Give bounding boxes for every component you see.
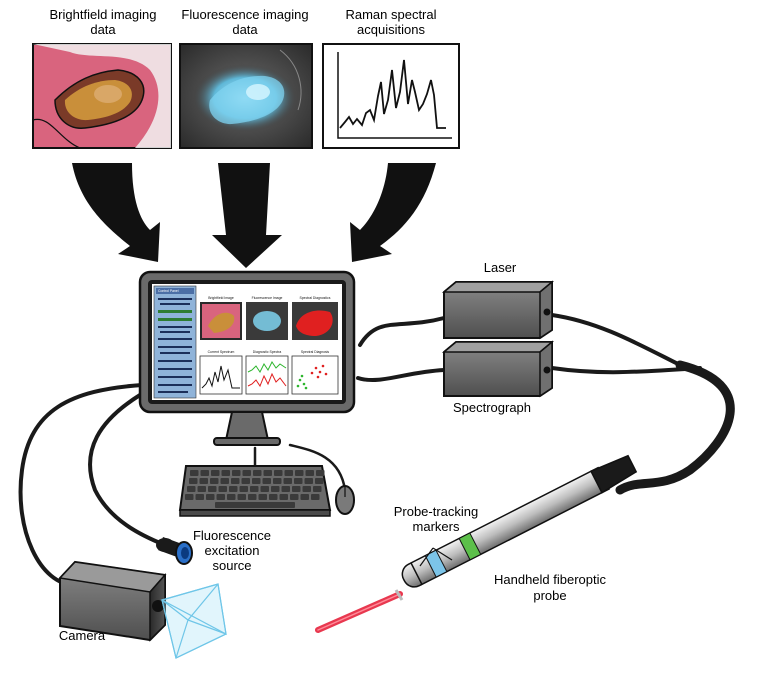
keyboard-key [316,470,325,476]
keyboard-key [231,478,240,484]
keyboard-key [242,470,251,476]
keyboard-key [295,470,304,476]
keyboard-key [263,470,272,476]
keyboard-key [227,494,236,500]
keyboard-key [200,470,209,476]
keyboard-key [274,470,283,476]
keyboard-key [252,478,261,484]
handheld-probe [315,454,638,633]
keyboard-key [248,494,257,500]
excitation-label-line1: Fluorescence [193,528,271,543]
screen-title-brightfield: Brightfield Image [208,296,234,300]
marker-blue [424,549,448,578]
keyboard-key [210,478,219,484]
keyboard-key [197,486,206,492]
screen-title-fluorescence: Fluorescence Image [252,296,283,300]
screen-ui [153,285,339,399]
screen-sidebar-title: Control Panel [158,289,179,293]
keyboard-key [185,494,194,500]
keyboard-key [292,486,301,492]
keyboard-key [271,486,280,492]
keyboard-key [220,478,229,484]
excitation-label-line2: excitation [205,543,260,558]
keyboard-key [229,486,238,492]
screen-title-diagnostics: Spectral Diagnostics [300,296,331,300]
keyboard-key [290,494,299,500]
keyboard-key [211,470,220,476]
brightfield-label-line1: Brightfield imaging [50,7,157,22]
mouse [335,485,355,515]
keyboard-key [195,494,204,500]
keyboard-key [283,478,292,484]
keyboard-key [189,478,198,484]
keyboard-key [253,470,262,476]
keyboard-key [258,494,267,500]
brightfield-label-line2: data [90,22,116,37]
keyboard-key [190,470,199,476]
keyboard-key [313,486,322,492]
laser-label: Laser [484,260,517,275]
keyboard-spacebar [215,502,295,508]
cables [18,313,735,587]
keyboard-key [315,478,324,484]
keyboard-key [302,486,311,492]
keyboard-key [206,494,215,500]
keyboard-key [216,494,225,500]
probe-label-line2: probe [533,588,566,603]
keyboard-key [199,478,208,484]
fluorescence-panel [179,43,313,149]
excitation-source [156,537,193,565]
keyboard-key [218,486,227,492]
probe-label-line1: Handheld fiberoptic [494,572,607,587]
keyboard-key [294,478,303,484]
raman-panel [322,43,460,149]
screen-title-diagnostic-spectra: Diagnostic Spectra [253,350,282,354]
spectrograph-device [441,340,555,398]
markers-label-line2: markers [413,519,460,534]
keyboard-key [300,494,309,500]
screen-title-current-spectrum: Current Spectrum [208,350,235,354]
camera-device [58,560,227,659]
keyboard-key [305,470,314,476]
keyboard [178,465,332,517]
keyboard-key [250,486,259,492]
keyboard-key [241,478,250,484]
brightfield-panel [32,43,172,149]
fluorescence-label-line2: data [232,22,258,37]
keyboard-key [237,494,246,500]
keyboard-key [260,486,269,492]
markers-label-line1: Probe-tracking [394,504,479,519]
keyboard-key [232,470,241,476]
excitation-label-line3: source [212,558,251,573]
keyboard-key [273,478,282,484]
fluorescence-label-line1: Fluorescence imaging [181,7,308,22]
camera-label: Camera [59,628,106,643]
data-arrows [72,163,436,268]
keyboard-key [304,478,313,484]
spectrograph-label: Spectrograph [453,400,531,415]
keyboard-key [281,486,290,492]
keyboard-key [262,478,271,484]
laser-device [441,280,555,340]
keyboard-key [279,494,288,500]
marker-green [458,532,482,561]
keyboard-key [221,470,230,476]
keyboard-key [187,486,196,492]
keyboard-key [311,494,320,500]
keyboard-key [208,486,217,492]
raman-label-line2: acquisitions [357,22,425,37]
keyboard-key [269,494,278,500]
screen-title-spectral-diagnosis: Spectral Diagnosis [301,350,330,354]
keyboard-key [284,470,293,476]
keyboard-key [239,486,248,492]
raman-label-line1: Raman spectral [345,7,436,22]
monitor: Control Panel Brightfield Image Fluoresc… [138,270,356,446]
